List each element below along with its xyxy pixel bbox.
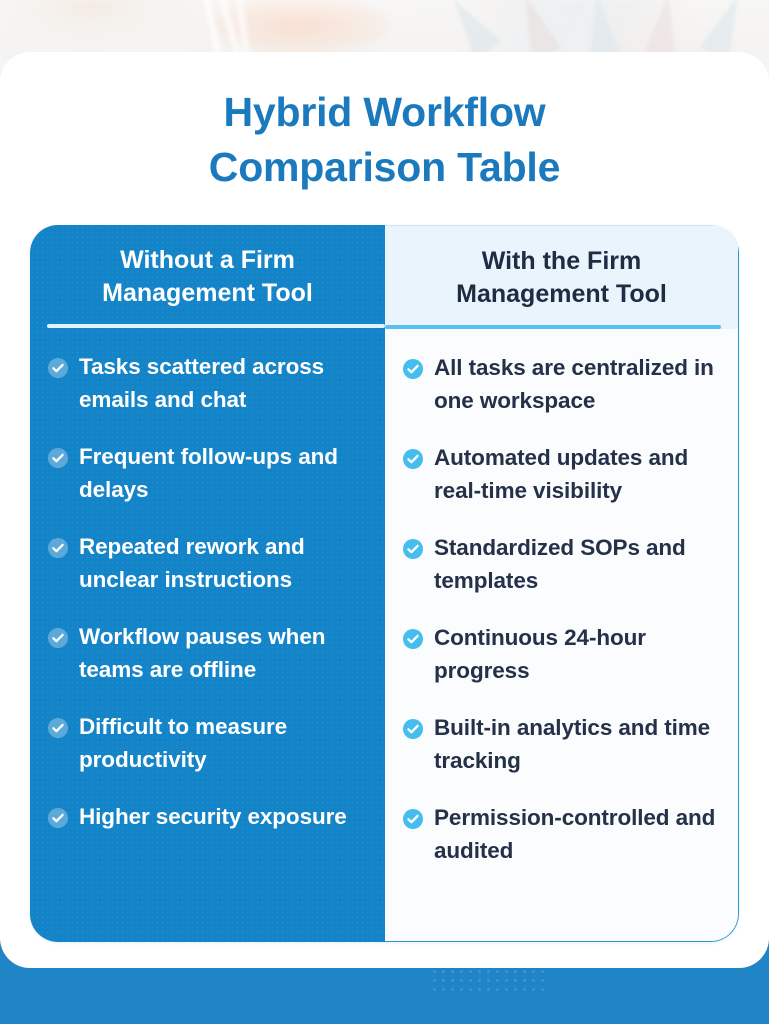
decorative-wedge-icon	[510, 0, 562, 60]
list-item: Difficult to measure productivity	[48, 710, 377, 776]
decorative-wedge-icon	[699, 0, 753, 60]
decorative-streak-shape	[150, 0, 280, 56]
list-item-text: Repeated rework and unclear instructions	[79, 534, 305, 592]
list-item: Tasks scattered across emails and chat	[48, 350, 377, 416]
column-header-line-2: Management Tool	[456, 279, 667, 308]
check-circle-icon	[48, 808, 68, 828]
header-underline	[47, 324, 385, 328]
list-item: Continuous 24-hour progress	[403, 621, 726, 687]
list-item-text: Higher security exposure	[79, 804, 347, 829]
page-title: Hybrid Workflow Comparison Table	[0, 85, 769, 195]
column-header-line-1: With the Firm	[481, 246, 642, 275]
decorative-wedge-icon	[580, 0, 622, 58]
comparison-column-without-tool: Without a Firm Management Tool Tasks sca…	[30, 225, 385, 942]
without-tool-list: Tasks scattered across emails and chat F…	[30, 328, 385, 833]
column-header-text: Without a Firm Management Tool	[102, 244, 313, 310]
list-item: Built-in analytics and time tracking	[403, 711, 726, 777]
decorative-photo-background	[0, 0, 769, 60]
check-circle-icon	[403, 359, 423, 379]
header-underline	[385, 325, 721, 329]
content-card: Hybrid Workflow Comparison Table Without…	[0, 52, 769, 968]
list-item-text: Frequent follow-ups and delays	[79, 444, 338, 502]
check-circle-icon	[403, 539, 423, 559]
comparison-column-with-tool: With the Firm Management Tool All tasks …	[385, 225, 739, 942]
column-header-line-2: Management Tool	[102, 278, 313, 307]
check-circle-icon	[48, 628, 68, 648]
list-item-text: Tasks scattered across emails and chat	[79, 354, 325, 412]
column-header-text: With the Firm Management Tool	[456, 245, 667, 311]
check-circle-icon	[48, 448, 68, 468]
check-circle-icon	[403, 719, 423, 739]
list-item-text: Built-in analytics and time tracking	[434, 715, 711, 773]
check-circle-icon	[403, 809, 423, 829]
list-item-text: All tasks are centralized in one workspa…	[434, 355, 714, 413]
check-circle-icon	[48, 358, 68, 378]
list-item-text: Automated updates and real-time visibili…	[434, 445, 689, 503]
list-item-text: Difficult to measure productivity	[79, 714, 288, 772]
list-item: Repeated rework and unclear instructions	[48, 530, 377, 596]
check-circle-icon	[403, 449, 423, 469]
page-title-line-1: Hybrid Workflow	[223, 89, 546, 135]
column-header-line-1: Without a Firm	[120, 245, 295, 274]
list-item: Higher security exposure	[48, 800, 377, 833]
list-item: Automated updates and real-time visibili…	[403, 441, 726, 507]
decorative-wedge-icon	[643, 0, 685, 58]
check-circle-icon	[403, 629, 423, 649]
column-header-with-tool: With the Firm Management Tool	[385, 226, 738, 329]
column-header-without-tool: Without a Firm Management Tool	[30, 225, 385, 328]
list-item: Frequent follow-ups and delays	[48, 440, 377, 506]
with-tool-list: All tasks are centralized in one workspa…	[385, 329, 738, 867]
list-item: Workflow pauses when teams are offline	[48, 620, 377, 686]
list-item-text: Standardized SOPs and templates	[434, 535, 686, 593]
check-circle-icon	[48, 538, 68, 558]
list-item-text: Continuous 24-hour progress	[434, 625, 646, 683]
list-item: Permission-controlled and audited	[403, 801, 726, 867]
comparison-table: Without a Firm Management Tool Tasks sca…	[30, 225, 739, 942]
check-circle-icon	[48, 718, 68, 738]
page-title-line-2: Comparison Table	[208, 144, 561, 190]
decorative-wedge-icon	[440, 0, 502, 60]
list-item-text: Workflow pauses when teams are offline	[79, 624, 326, 682]
list-item: Standardized SOPs and templates	[403, 531, 726, 597]
list-item: All tasks are centralized in one workspa…	[403, 351, 726, 417]
list-item-text: Permission-controlled and audited	[434, 805, 716, 863]
